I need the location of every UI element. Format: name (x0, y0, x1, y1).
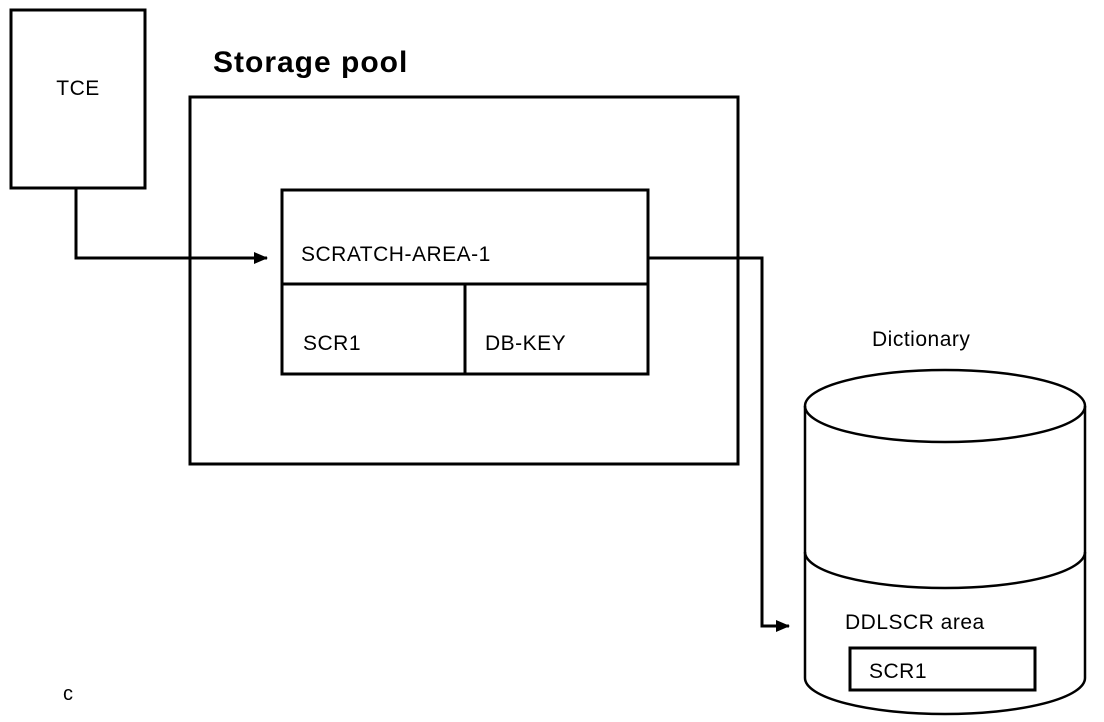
ddlscr-divider-arc (803, 551, 1087, 590)
scr1-label: SCR1 (303, 332, 361, 355)
cylinder-top-ellipse (803, 368, 1087, 444)
scr1-cell (280, 282, 467, 376)
cylinder-bottom-arc (803, 677, 1087, 716)
dictionary-node: Dictionary DDLSCR area SCR1 (803, 328, 1087, 716)
tce-label: TCE (56, 77, 100, 100)
dictionary-label: Dictionary (872, 328, 970, 351)
db-key-label: DB-KEY (485, 332, 566, 355)
dictionary-scr1-label: SCR1 (869, 660, 927, 683)
tce-node: TCE (9, 8, 147, 190)
scratch-area-box (280, 188, 650, 286)
db-key-cell (463, 282, 650, 376)
ddlscr-area-label: DDLSCR area (845, 611, 985, 634)
dictionary-scr1-box (848, 646, 1037, 692)
figure-label-c: c (63, 683, 73, 705)
tce-box (9, 8, 147, 190)
scratch-to-dictionary-arrow (648, 256, 790, 632)
storage-pool-title: Storage pool (213, 46, 408, 79)
scratch-area-label: SCRATCH-AREA-1 (301, 243, 491, 266)
tce-to-scratch-arrow (74, 188, 268, 264)
scratch-area-node: SCRATCH-AREA-1 SCR1 DB-KEY (280, 188, 650, 376)
